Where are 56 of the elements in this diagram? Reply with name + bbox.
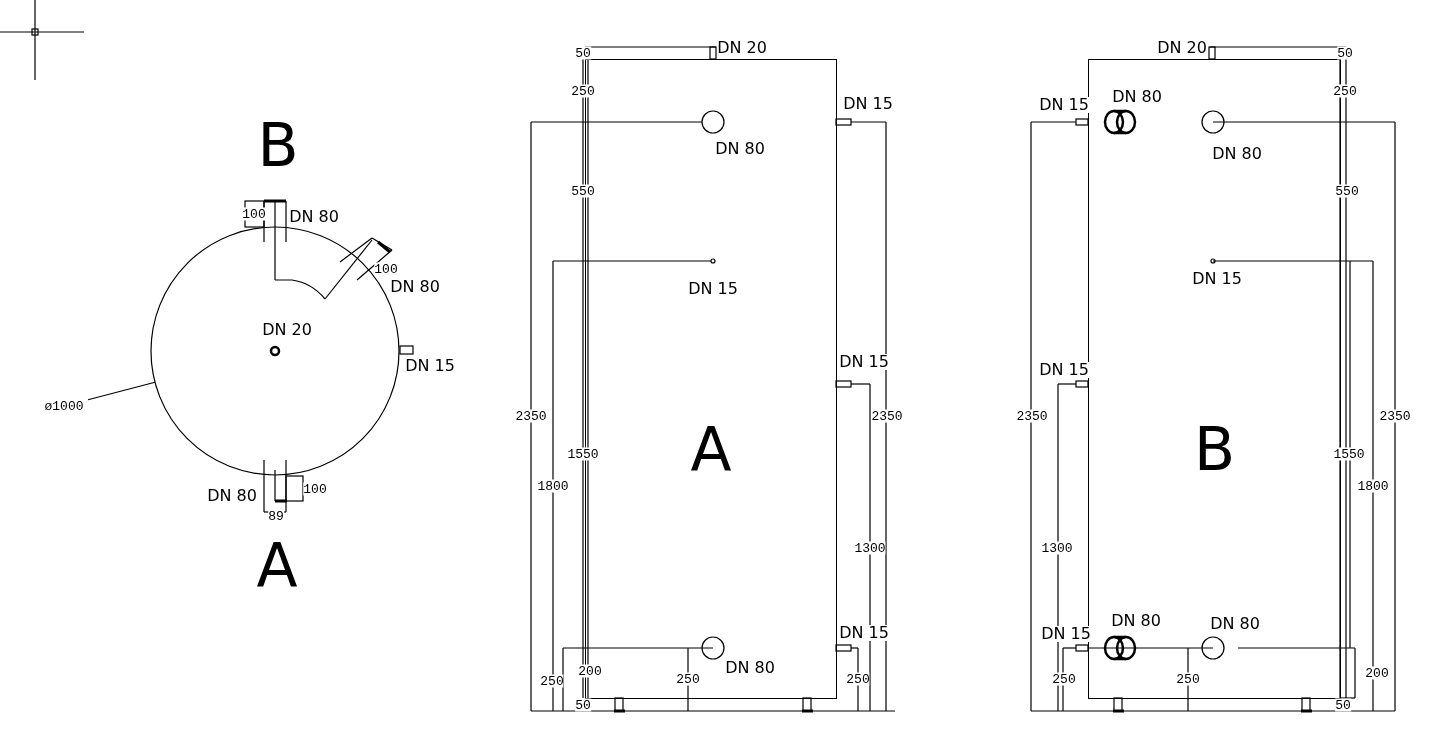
dimension-label: 250: [846, 672, 870, 686]
dimension-label: 250: [1176, 672, 1200, 686]
pipe-size-label: DN 80: [715, 141, 765, 157]
dimension-label: 1300: [1041, 541, 1073, 555]
dimension-label: 1800: [537, 479, 569, 493]
pipe-size-label: DN 80: [1210, 616, 1260, 632]
pipe-size-label: DN 15: [839, 625, 889, 641]
dimension-label: 50: [1335, 698, 1351, 712]
pipe-size-label: DN 80: [390, 279, 440, 295]
pipe-size-label: DN 80: [725, 660, 775, 676]
dimension-label: 50: [1337, 46, 1353, 60]
dimension-label: 250: [540, 674, 564, 688]
dimension-label: 100: [242, 207, 266, 221]
dimension-label: 250: [676, 672, 700, 686]
dimension-label: 1300: [854, 541, 886, 555]
dimension-label: 100: [374, 262, 398, 276]
pipe-size-label: DN 20: [262, 322, 312, 338]
view-letter: B: [1193, 419, 1236, 480]
leader-line: [87, 381, 156, 401]
dimension-label: 550: [571, 184, 595, 198]
pipe-size-label: DN 20: [717, 40, 767, 56]
pipe-size-label: DN 15: [1041, 626, 1091, 642]
dimension-label: 2350: [515, 409, 547, 423]
dimension-label: 250: [1333, 84, 1357, 98]
dimension-label: 200: [1365, 666, 1389, 680]
pipe-size-label: DN 15: [1039, 97, 1089, 113]
pipe-size-label: DN 20: [1157, 40, 1207, 56]
dimension-label: 2350: [1016, 409, 1048, 423]
dimension-label: 50: [575, 46, 591, 60]
dimension-label: 250: [1052, 672, 1076, 686]
pipe-size-label: DN 15: [843, 96, 893, 112]
dimension-label: 100: [303, 482, 327, 496]
pipe-size-label: DN 80: [289, 209, 339, 225]
view-letter: A: [256, 535, 298, 595]
pipe-size-label: DN 80: [207, 488, 257, 504]
dimension-label: 50: [575, 698, 591, 712]
pipe-size-label: DN 80: [1212, 146, 1262, 162]
pipe-size-label: DN 80: [1112, 89, 1162, 105]
pipe-size-label: DN 80: [1111, 613, 1161, 629]
dimension-label: 250: [571, 84, 595, 98]
dimension-label: 1550: [1333, 447, 1365, 461]
dimension-label: 2350: [871, 409, 903, 423]
view-letter: B: [257, 115, 299, 175]
pipe-size-label: DN 15: [839, 354, 889, 370]
pipe-size-label: DN 15: [405, 358, 455, 374]
dimension-label: 550: [1335, 184, 1359, 198]
pipe-size-label: DN 15: [688, 281, 738, 297]
view-letter: A: [690, 419, 732, 480]
diameter-label: ø1000: [44, 399, 84, 413]
dimension-label: 200: [578, 664, 602, 678]
pipe-size-label: DN 15: [1039, 362, 1089, 378]
dimension-label: 1800: [1357, 479, 1389, 493]
pipe-size-label: DN 15: [1192, 271, 1242, 287]
dimension-label: 2350: [1379, 409, 1411, 423]
dimension-label: 89: [268, 509, 284, 523]
dimension-label: 1550: [567, 447, 599, 461]
